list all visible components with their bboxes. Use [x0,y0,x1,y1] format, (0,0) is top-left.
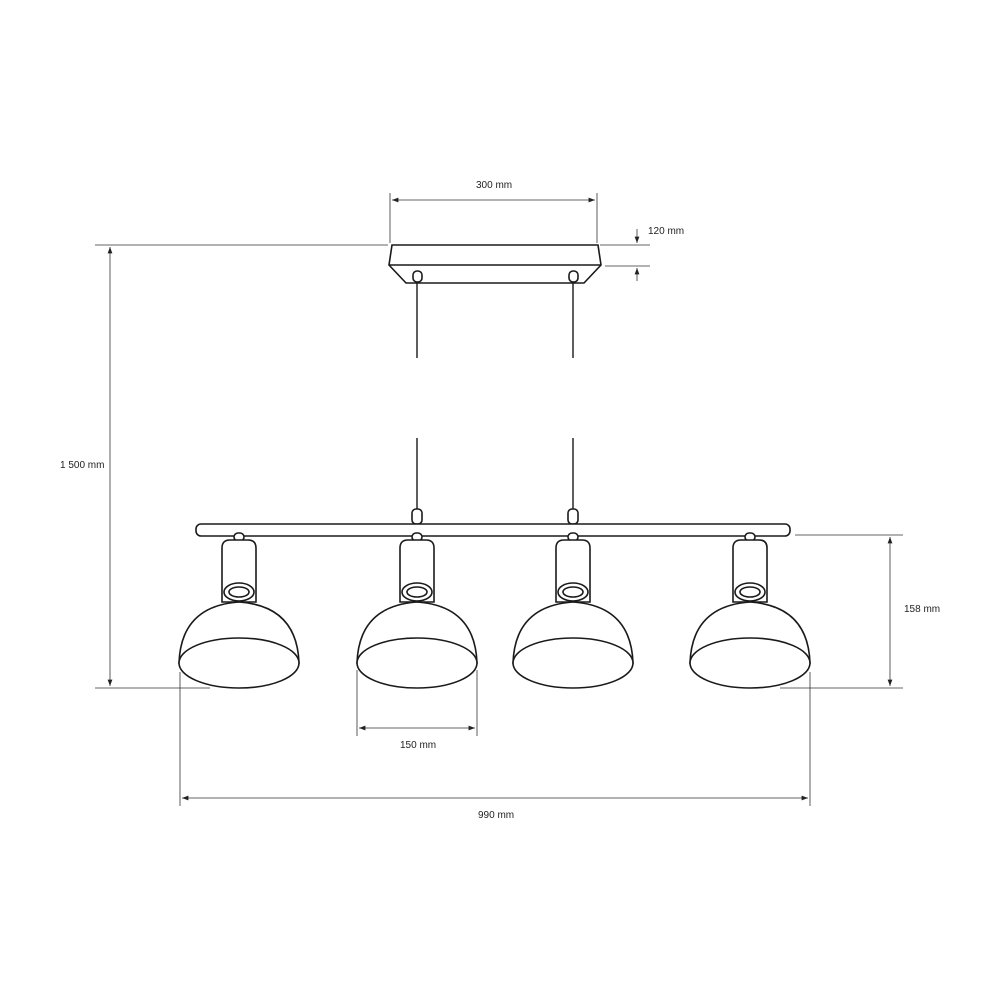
dimension-lines [95,193,903,806]
lamp-3 [512,532,634,689]
lamp-shades [178,532,811,689]
lamp-height-label: 158 mm [904,604,941,615]
lamp-bar [195,523,791,537]
suspension-wires [411,283,579,525]
lamp-2 [356,532,478,689]
ceiling-canopy [388,244,602,284]
shade-diameter-label: 150 mm [400,740,437,751]
canopy-height-label: 120 mm [648,226,685,237]
canopy-width-label: 300 mm [476,180,513,191]
total-width-label: 990 mm [478,810,515,821]
total-height-label: 1 500 mm [60,460,105,471]
lamp-4 [689,532,811,689]
lamp-1 [178,532,300,689]
